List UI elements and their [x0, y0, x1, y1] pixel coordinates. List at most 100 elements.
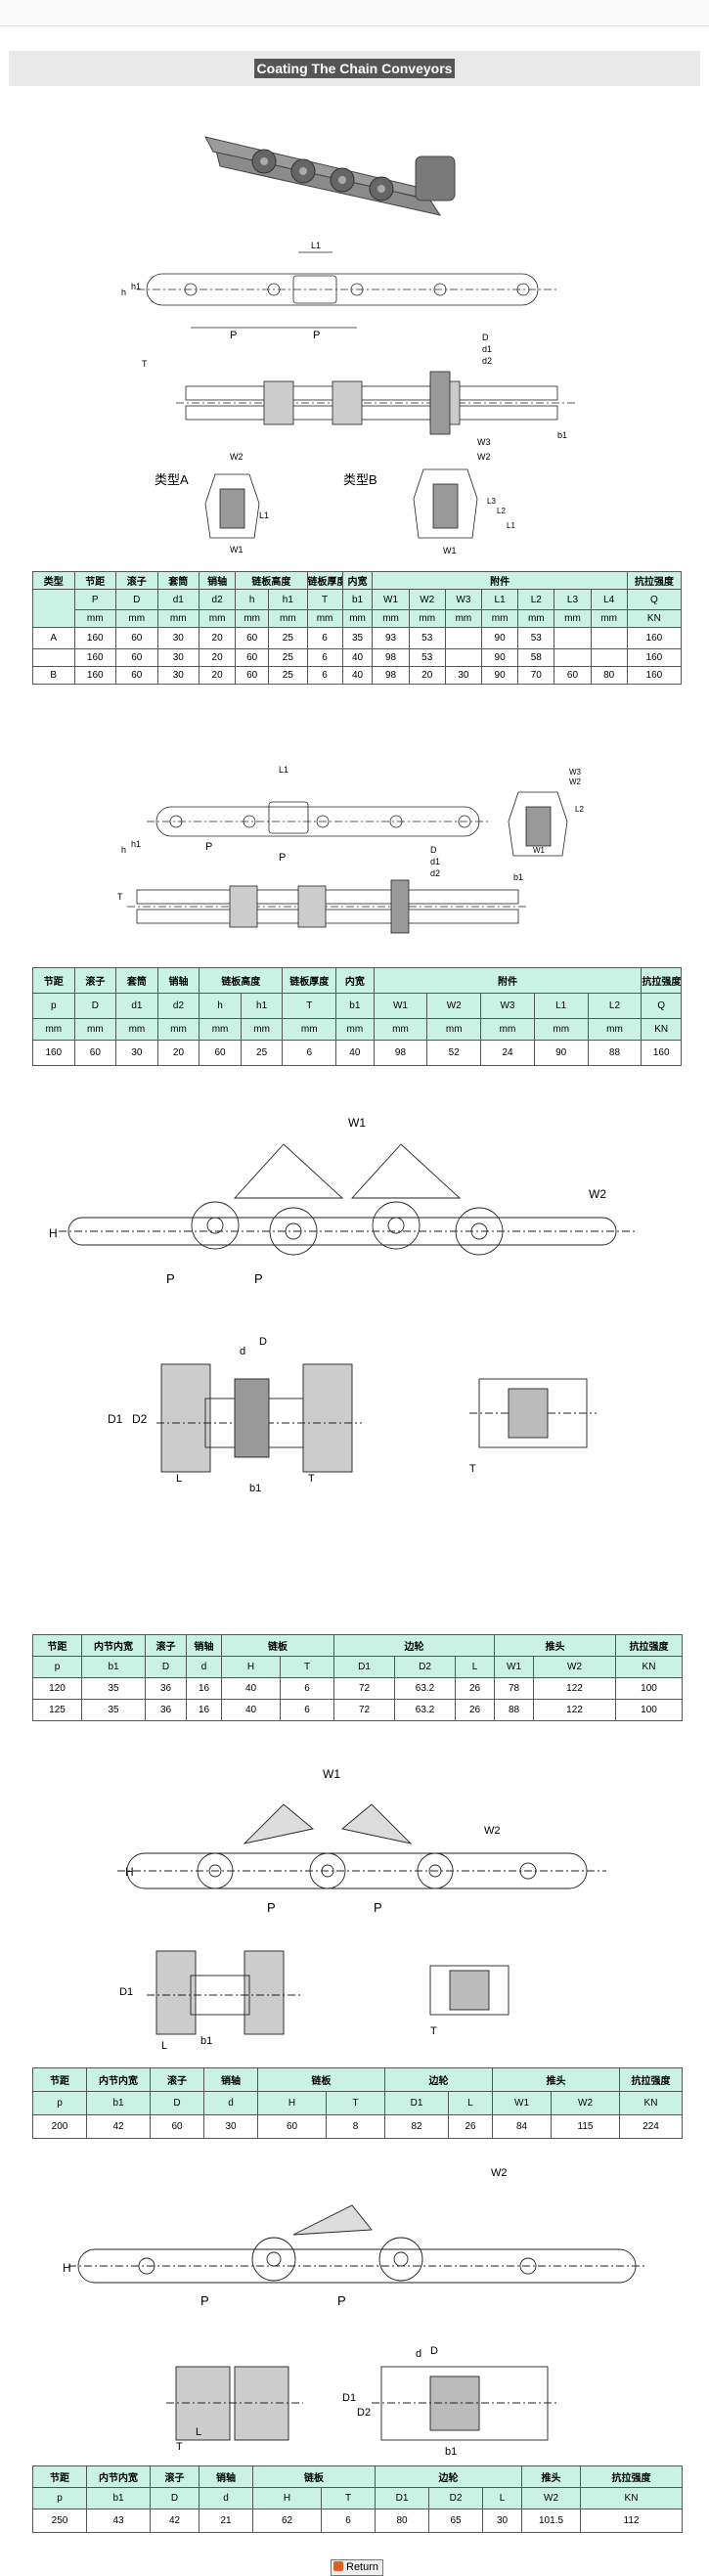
dimension-label: P	[337, 2293, 346, 2308]
dimension-label: W2	[477, 452, 491, 462]
table-cell: d2	[156, 993, 200, 1019]
table-cell: 6	[321, 2509, 376, 2533]
table-cell: 30	[156, 627, 199, 649]
table-cell: 套筒	[115, 967, 158, 994]
type-b-section: 类型B W3 W2 L3 L2 L1 W1	[340, 430, 536, 557]
table-cell: 销轴	[198, 571, 237, 590]
table-cell: mm	[426, 1018, 482, 1041]
dimension-label: W1	[348, 1116, 366, 1130]
dimension-label: D1	[108, 1412, 123, 1426]
type-a-section: 类型A W2 L1 W1	[152, 445, 308, 557]
table-cell: p	[32, 2091, 87, 2115]
table-cell: mm	[240, 1018, 284, 1041]
table-cell	[590, 648, 628, 667]
table-cell: H	[221, 1656, 281, 1678]
table-cell: 内节内宽	[86, 2067, 151, 2092]
table-cell: mm	[115, 1018, 158, 1041]
table-cell: 30	[482, 2509, 522, 2533]
table-cell: W2	[521, 2487, 581, 2509]
table-cell: KN	[619, 2091, 683, 2115]
table-cell: 16	[186, 1699, 222, 1721]
table-cell: 160	[73, 666, 116, 685]
table-cell: 30	[115, 1040, 158, 1066]
table-cell: D	[150, 2091, 204, 2115]
table-cell: 84	[492, 2114, 552, 2139]
table-cell: L	[482, 2487, 522, 2509]
table-cell: L4	[590, 589, 628, 610]
table-cell: L	[448, 2091, 493, 2115]
drawing-side-view-2: L1 P P h h1 W3 W2 L2 W1 T D d1 d2 b1	[117, 753, 606, 949]
table-cell: 25	[240, 1040, 284, 1066]
dimension-label: D	[430, 2345, 438, 2357]
dimension-label: P	[205, 841, 212, 853]
table-cell: KN	[641, 1018, 682, 1041]
table-cell: p	[32, 993, 75, 1019]
dimension-label: L	[161, 2040, 167, 2052]
table-cell: b1	[86, 2091, 151, 2115]
table-cell: mm	[306, 609, 343, 628]
dimension-label: d2	[482, 356, 492, 366]
table-cell: 53	[408, 627, 446, 649]
dimension-label: d2	[430, 868, 440, 878]
table-cell: 80	[375, 2509, 429, 2533]
table-cell: W1	[373, 993, 428, 1019]
table-cell: 25	[268, 666, 308, 685]
table-cell: 160	[641, 1040, 682, 1066]
table-cell: T	[326, 2091, 385, 2115]
table-cell: h	[235, 589, 270, 610]
drawing-pusher-chain-2: W1 W2 H P P D1 L b1 T	[108, 1760, 616, 2054]
table-cell: 98	[372, 666, 410, 685]
dimension-label: P	[374, 1900, 382, 1915]
table-cell: 90	[480, 627, 519, 649]
table-cell	[554, 648, 592, 667]
table-cell: 63.2	[394, 1699, 456, 1721]
table-cell: b1	[81, 1656, 146, 1678]
dimension-label: W2	[569, 777, 582, 786]
table-cell: mm	[554, 609, 592, 628]
table-cell: 200	[32, 2114, 87, 2139]
table-cell: 30	[156, 648, 199, 667]
dimension-label: b1	[557, 430, 567, 440]
dimension-label: W1	[533, 846, 546, 855]
table-cell: d1	[156, 589, 199, 610]
table-cell: D1	[384, 2091, 449, 2115]
table-cell: 60	[235, 648, 270, 667]
table-cell: 120	[32, 1677, 82, 1700]
table-cell: 滚子	[145, 1634, 187, 1657]
dimension-label: L	[176, 1473, 182, 1485]
table-cell: 30	[156, 666, 199, 685]
table-cell: T	[306, 589, 343, 610]
dimension-label: P	[279, 852, 286, 864]
table-cell: mm	[73, 609, 116, 628]
table-cell: 滚子	[150, 2067, 204, 2092]
table-cell: 35	[81, 1699, 146, 1721]
dimension-label: T	[117, 892, 123, 902]
table-cell: 60	[257, 2114, 327, 2139]
table-cell: L1	[480, 589, 519, 610]
table-cell: h1	[268, 589, 308, 610]
table-cell: 推头	[492, 2067, 620, 2092]
table-cell: W1	[372, 589, 410, 610]
table-cell: B	[32, 666, 75, 685]
table-cell: 90	[480, 648, 519, 667]
table-cell: mm	[480, 1018, 535, 1041]
table-header-row: 节距滚子套筒 销轴链板高度链板厚度 内宽附件抗拉强度	[32, 967, 682, 994]
table-cell: d2	[198, 589, 237, 610]
table-header-row: 节距内节内宽滚子 销轴链板边轮 推头抗拉强度	[32, 2067, 683, 2092]
table-cell: 抗拉强度	[626, 571, 683, 590]
table-cell: D1	[333, 1656, 395, 1678]
table-cell: 销轴	[199, 2465, 253, 2488]
dimension-label: W1	[323, 1767, 340, 1781]
table-cell: Q	[626, 589, 683, 610]
return-button[interactable]: Return	[331, 2559, 384, 2576]
table-cell: 附件	[372, 571, 628, 590]
table-cell: p	[32, 1656, 82, 1678]
table-cell: 销轴	[186, 1634, 222, 1657]
table-cell: 20	[198, 627, 237, 649]
table-cell: W3	[444, 589, 483, 610]
table-cell: b1	[341, 589, 374, 610]
